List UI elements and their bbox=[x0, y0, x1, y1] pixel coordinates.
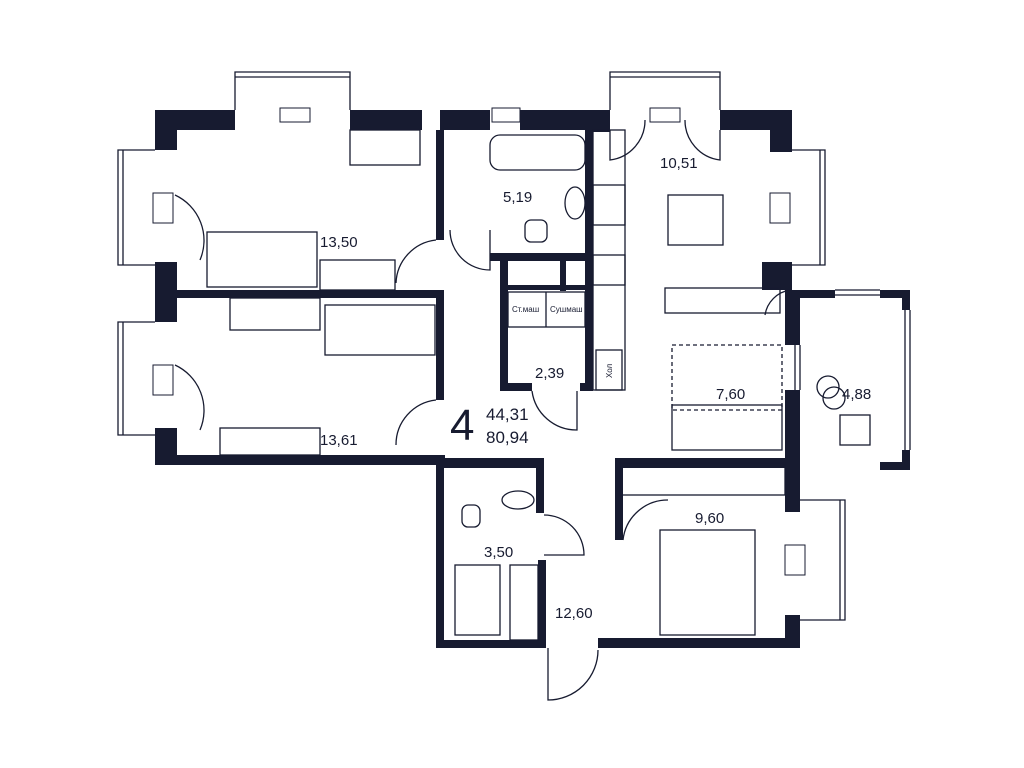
wardrobe bbox=[219, 427, 321, 456]
room-area-label: 2,39 bbox=[535, 365, 564, 382]
washer-label: Ст.маш bbox=[512, 305, 539, 314]
room-area-label: 13,50 bbox=[320, 234, 358, 251]
dryer-label: Сушмаш bbox=[550, 305, 583, 314]
watermark: Новострой-М bbox=[832, 708, 1003, 738]
room-area-label: 3,50 bbox=[484, 544, 513, 561]
toilet bbox=[524, 219, 548, 243]
furniture bbox=[206, 129, 871, 641]
total-area: 80,94 bbox=[486, 428, 529, 447]
room-area-label: 12,60 bbox=[555, 605, 593, 622]
room-area-label: 5,19 bbox=[503, 189, 532, 206]
room-area-label: 9,60 bbox=[695, 510, 724, 527]
bed bbox=[206, 231, 318, 288]
tv-stand bbox=[664, 287, 781, 314]
desk bbox=[349, 129, 421, 166]
sink bbox=[501, 490, 535, 510]
kitchen-sink bbox=[592, 254, 626, 286]
room-area-label: 4,88 bbox=[842, 386, 871, 403]
bed bbox=[324, 304, 436, 356]
summary: 4 44,31 80,94 bbox=[450, 401, 529, 450]
sink bbox=[564, 186, 586, 220]
rug bbox=[671, 344, 783, 411]
wardrobe bbox=[319, 259, 396, 291]
windows-and-bays bbox=[117, 71, 911, 621]
room-area-label: 13,61 bbox=[320, 432, 358, 449]
rooms-count: 4 bbox=[450, 401, 474, 450]
shower bbox=[454, 564, 501, 636]
shelf bbox=[509, 564, 539, 641]
fridge-label: Хол bbox=[605, 363, 614, 378]
room-area-label: 10,51 bbox=[660, 155, 698, 172]
room-area-label: 7,60 bbox=[716, 386, 745, 403]
room-labels: 13,50 5,19 10,51 2,39 13,61 7,60 4,88 3,… bbox=[320, 155, 871, 622]
desk bbox=[229, 297, 321, 331]
living-area: 44,31 bbox=[486, 405, 529, 424]
stove bbox=[592, 184, 626, 226]
walls bbox=[155, 110, 910, 648]
double-bed bbox=[659, 529, 756, 636]
toilet bbox=[461, 504, 481, 528]
sofa bbox=[671, 404, 783, 451]
doors bbox=[174, 119, 791, 701]
bathtub bbox=[489, 134, 586, 171]
wardrobe bbox=[619, 462, 786, 496]
dining-table bbox=[667, 194, 724, 246]
armchair bbox=[839, 414, 871, 446]
